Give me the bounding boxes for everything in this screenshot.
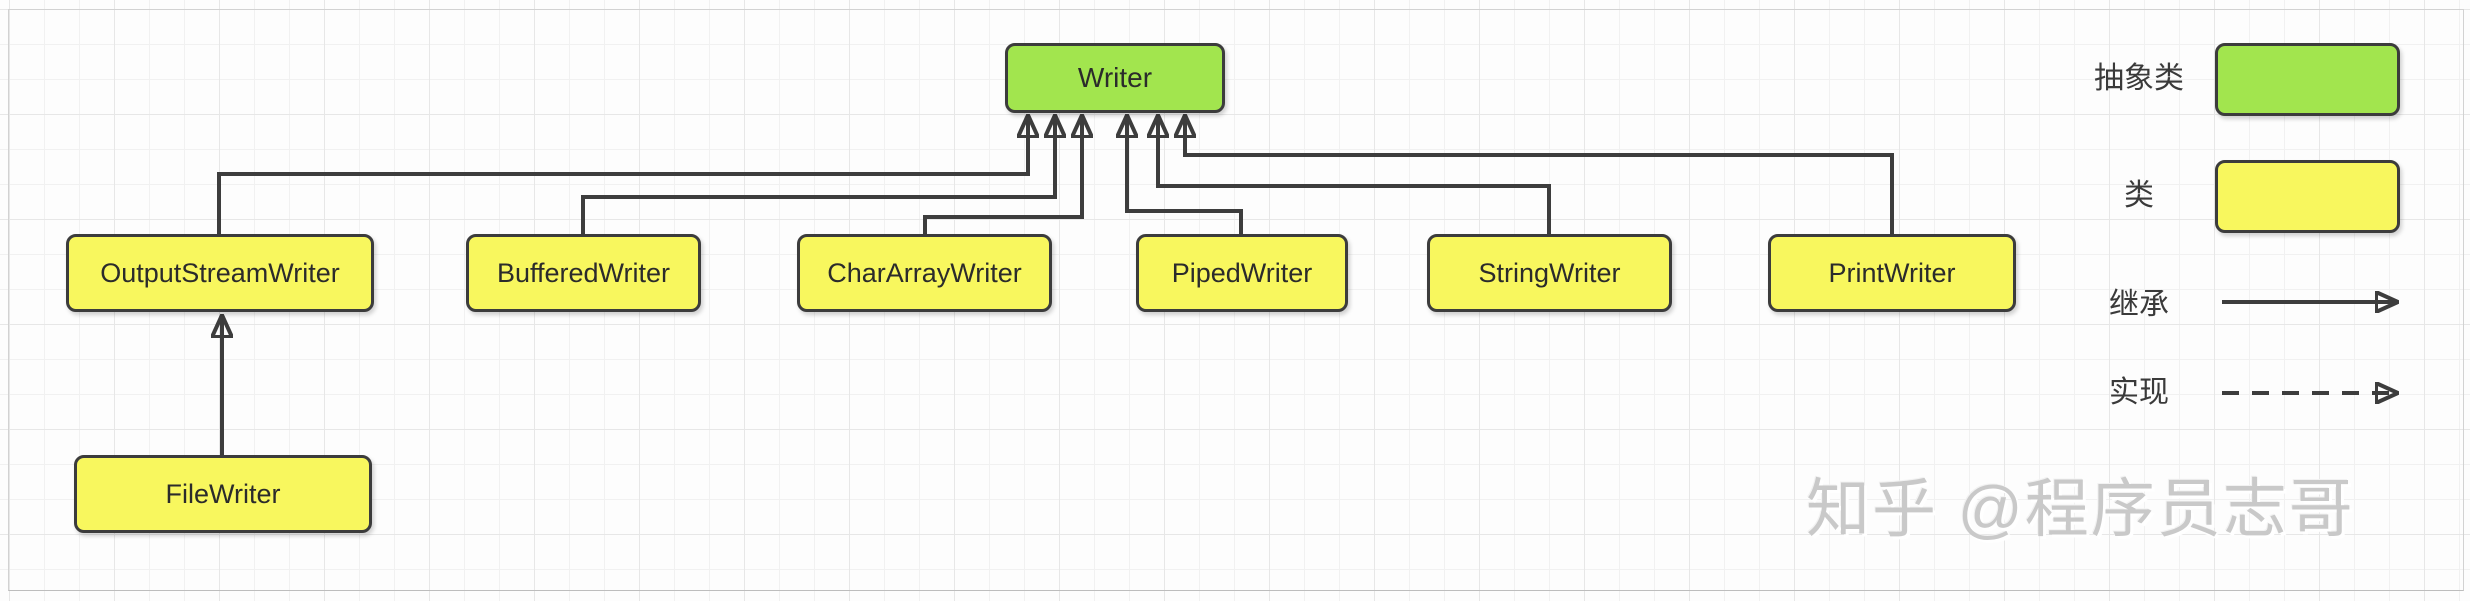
legend-abstract-swatch xyxy=(2215,43,2400,116)
node-chararraywriter-label: CharArrayWriter xyxy=(827,257,1022,288)
node-printwriter-label: PrintWriter xyxy=(1828,257,1956,288)
edge-outputstreamwriter-to-writer xyxy=(217,117,1028,234)
node-outputstreamwriter: OutputStreamWriter xyxy=(66,234,374,312)
node-printwriter: PrintWriter xyxy=(1768,234,2016,312)
node-filewriter-label: FileWriter xyxy=(165,478,281,509)
node-stringwriter-label: StringWriter xyxy=(1478,257,1621,288)
legend-implement-label: 实现 xyxy=(2109,376,2169,409)
edge-pipedwriter-to-writer xyxy=(1127,117,1243,234)
node-bufferedwriter: BufferedWriter xyxy=(466,234,701,312)
zhihu-watermark: 知乎 @程序员志哥 xyxy=(1806,473,2355,545)
edge-printwriter-to-writer xyxy=(1185,117,1894,234)
legend-class-swatch xyxy=(2215,160,2400,233)
edge-stringwriter-to-writer xyxy=(1158,117,1551,234)
node-stringwriter: StringWriter xyxy=(1427,234,1672,312)
edge-chararraywriter-to-writer xyxy=(923,117,1082,234)
node-writer-label: Writer xyxy=(1077,62,1153,93)
node-pipedwriter-label: PipedWriter xyxy=(1171,257,1313,288)
edge-bufferedwriter-to-writer xyxy=(581,117,1055,234)
node-chararraywriter: CharArrayWriter xyxy=(797,234,1052,312)
legend-class-label: 类 xyxy=(2124,179,2154,212)
node-filewriter: FileWriter xyxy=(74,455,372,533)
node-pipedwriter: PipedWriter xyxy=(1136,234,1348,312)
legend-inherit-label: 继承 xyxy=(2109,288,2169,321)
node-bufferedwriter-label: BufferedWriter xyxy=(496,257,671,288)
node-outputstreamwriter-label: OutputStreamWriter xyxy=(100,257,340,288)
node-writer: Writer xyxy=(1005,43,1225,113)
legend-abstract-label: 抽象类 xyxy=(2094,62,2184,95)
